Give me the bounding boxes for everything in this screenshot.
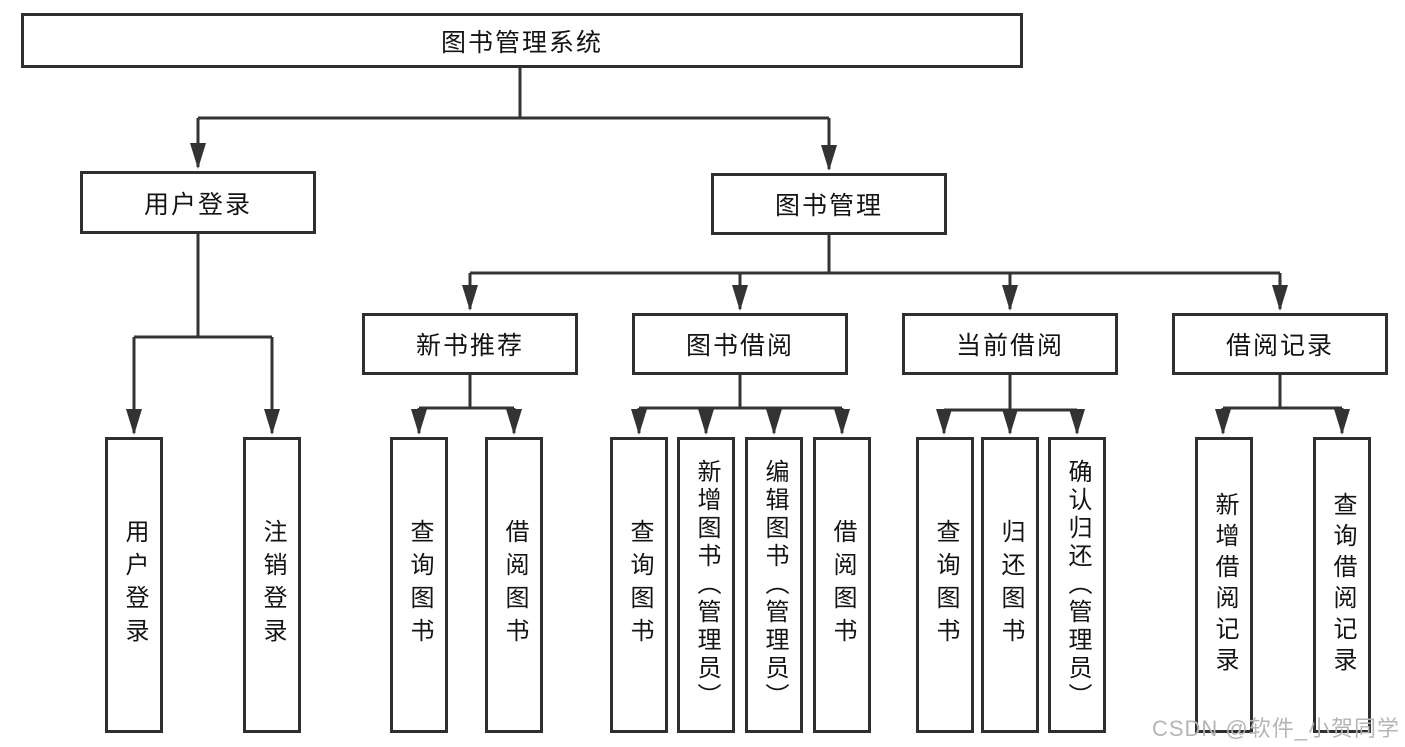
leaf-query-books-recommend: 查询图书	[390, 437, 448, 733]
node-book-borrow: 图书借阅	[632, 313, 848, 375]
node-borrow-records: 借阅记录	[1172, 313, 1388, 375]
node-label: 归还图书	[997, 519, 1024, 651]
node-label: 新书推荐	[415, 332, 524, 360]
node-label: 图书管理	[774, 192, 883, 220]
connector-current-borrow-branch	[936, 375, 1085, 435]
leaf-return-books: 归还图书	[981, 437, 1039, 733]
leaf-add-borrow-record: 新增借阅记录	[1195, 437, 1253, 733]
leaf-query-books-current: 查询图书	[916, 437, 974, 733]
node-current-borrow: 当前借阅	[902, 313, 1118, 375]
connector-user-login-branch	[126, 234, 280, 435]
node-label: 借阅图书	[829, 519, 856, 651]
connector-book-management-branch	[462, 235, 1288, 311]
node-label: 查询图书	[932, 519, 959, 651]
node-label: 当前借阅	[955, 332, 1064, 360]
leaf-borrow-books: 借阅图书	[813, 437, 871, 733]
node-book-management: 图书管理	[711, 173, 947, 235]
leaf-add-books-admin: 新增图书（管理员）	[677, 437, 735, 733]
node-label: 新增图书（管理员）	[693, 459, 720, 711]
node-label: 借阅图书	[501, 519, 528, 651]
connector-new-book-branch	[411, 375, 522, 435]
node-label: 确认归还（管理员）	[1064, 459, 1091, 711]
leaf-borrow-books-recommend: 借阅图书	[485, 437, 543, 733]
node-user-login: 用户登录	[80, 171, 316, 234]
node-label: 注销登录	[259, 519, 286, 651]
node-label: 借阅记录	[1225, 332, 1334, 360]
leaf-confirm-return-admin: 确认归还（管理员）	[1048, 437, 1106, 733]
node-label: 用户登录	[121, 519, 148, 651]
node-new-book-recommend: 新书推荐	[362, 313, 578, 375]
leaf-query-books-borrow: 查询图书	[610, 437, 668, 733]
connector-borrow-record-branch	[1215, 375, 1350, 435]
connector-book-borrow-branch	[631, 375, 850, 435]
node-root-system: 图书管理系统	[21, 13, 1023, 68]
leaf-edit-books-admin: 编辑图书（管理员）	[745, 437, 803, 733]
node-label: 编辑图书（管理员）	[761, 459, 788, 711]
watermark: CSDN @软件_小贺同学	[1151, 716, 1400, 741]
leaf-logout: 注销登录	[243, 437, 301, 733]
leaf-query-borrow-record: 查询借阅记录	[1313, 437, 1371, 733]
node-label: 图书借阅	[685, 332, 794, 360]
connector-root-to-level2	[190, 66, 837, 171]
node-label: 用户登录	[143, 190, 252, 219]
leaf-user-login: 用户登录	[105, 437, 163, 733]
node-label: 查询图书	[406, 519, 433, 651]
node-label: 查询图书	[626, 519, 653, 651]
node-label: 新增借阅记录	[1211, 492, 1238, 678]
node-label: 图书管理系统	[440, 28, 603, 57]
node-label: 查询借阅记录	[1329, 492, 1356, 678]
